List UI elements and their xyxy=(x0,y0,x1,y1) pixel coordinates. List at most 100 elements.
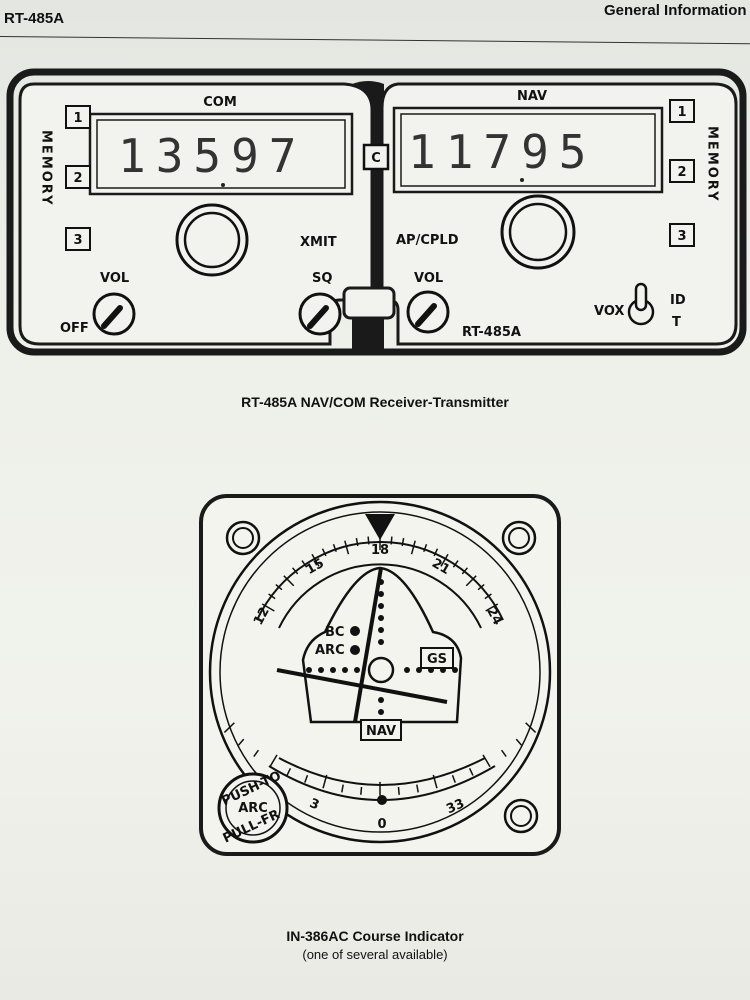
bottom-scale-tick xyxy=(482,754,491,768)
com-memory-button-3-label: 3 xyxy=(73,233,82,248)
id-label: ID xyxy=(670,293,686,308)
bottom-scale-ticks xyxy=(223,722,537,796)
center-slot xyxy=(342,286,396,320)
dial-inner-ring xyxy=(219,511,541,833)
indicator-subcaption: (one of several available) xyxy=(302,947,448,962)
nav-memory-button-2[interactable] xyxy=(669,159,695,183)
course-deviation-needle xyxy=(353,567,383,723)
mounting-screw-top-right xyxy=(501,520,537,556)
top-scale-tick xyxy=(292,567,299,575)
com-display-inner xyxy=(96,119,346,189)
top-scale-tick xyxy=(301,560,308,568)
bottom-scale-tick xyxy=(286,767,292,776)
top-scale-tick xyxy=(423,543,428,552)
top-scale-tick xyxy=(390,536,393,545)
bottom-scale-tick xyxy=(304,774,309,783)
com-title: COM xyxy=(203,95,237,110)
top-scale-tick xyxy=(332,543,337,552)
bottom-scale-tick xyxy=(223,722,235,733)
bottom-scale-tick xyxy=(525,722,537,733)
com-squelch-knob[interactable] xyxy=(298,292,342,336)
bottom-scale-tick xyxy=(341,784,344,793)
nav-com-radio-panel: COM 13597 MEMORY 1 2 3 XMIT VOL OFF SQ C… xyxy=(6,68,747,356)
top-scale-inner-arc xyxy=(278,563,482,629)
com-frequency: 13597 xyxy=(118,129,306,183)
bottom-scale-tick xyxy=(468,767,474,776)
gs-flag xyxy=(420,647,454,669)
bottom-scale-tick xyxy=(515,738,522,746)
com-tuning-knob[interactable] xyxy=(175,203,249,277)
bottom-scale-tick xyxy=(253,749,260,758)
nav-frequency: 11795 xyxy=(408,125,596,179)
nav-memory-button-3[interactable] xyxy=(669,223,695,247)
nav-vol-label: VOL xyxy=(414,271,443,286)
nav-tuning-knob[interactable] xyxy=(500,194,576,270)
top-scale-tick xyxy=(311,553,320,567)
com-memory-label: MEMORY xyxy=(39,130,54,207)
vox-label: VOX xyxy=(594,304,624,319)
center-reference-circle xyxy=(367,656,395,684)
com-memory-button-1-label: 1 xyxy=(73,111,82,126)
nav-memory-button-1[interactable] xyxy=(669,99,695,123)
glideslope-needle xyxy=(276,668,448,704)
indicator-caption: IN-386AC Course Indicator xyxy=(286,928,464,944)
center-c-button-label: C xyxy=(371,151,381,166)
mounting-screw-bottom-right xyxy=(503,798,539,834)
nav-memory-label: MEMORY xyxy=(705,126,720,203)
top-scale-tick xyxy=(321,548,327,557)
top-scale-tick xyxy=(461,567,468,575)
nav-display xyxy=(392,106,664,194)
bottom-scale-label-0: 0 xyxy=(377,817,386,832)
top-scale-tick xyxy=(355,537,359,547)
com-off-label: OFF xyxy=(60,321,89,336)
top-scale-tick xyxy=(268,593,276,600)
gs-flag-label: GS xyxy=(427,652,447,667)
bottom-scale-tick xyxy=(416,784,419,793)
com-sq-label: SQ xyxy=(312,271,332,286)
top-scale-tick xyxy=(283,575,295,587)
com-decimal-point xyxy=(221,183,225,187)
bottom-scale-tick xyxy=(397,786,400,795)
bottom-scale-tick xyxy=(269,754,278,768)
top-scale-tick xyxy=(440,553,449,567)
knob-middle-label: ARC xyxy=(238,801,268,816)
push-to-arc-knob[interactable] xyxy=(217,772,289,844)
nav-title: NAV xyxy=(517,89,547,104)
bottom-scale-tick xyxy=(432,774,438,789)
top-scale-ticks xyxy=(261,536,499,612)
top-scale-tick xyxy=(401,537,405,547)
top-scale-label-18: 18 xyxy=(371,543,389,558)
bottom-scale-label-33: 33 xyxy=(444,796,467,817)
vertical-dot-scale xyxy=(378,579,384,715)
bottom-scale-tick xyxy=(451,774,456,783)
com-memory-button-3[interactable] xyxy=(65,227,91,251)
center-c-button[interactable] xyxy=(362,143,390,171)
nav-volume-knob[interactable] xyxy=(406,290,450,334)
top-scale-tick xyxy=(344,540,350,555)
arc-indicator-dot xyxy=(350,645,360,655)
top-scale-tick xyxy=(261,603,275,612)
nav-memory-button-1-label: 1 xyxy=(677,105,686,120)
course-indicator: 12 15 18 21 24 BC ARC GS NAV 3 0 33 PUSH… xyxy=(199,494,561,856)
lubber-line-marker xyxy=(365,514,395,540)
top-scale-tick xyxy=(465,575,477,587)
header-section: General Information xyxy=(604,2,747,19)
top-scale-tick xyxy=(477,584,485,591)
com-memory-button-1[interactable] xyxy=(65,105,91,129)
radio-caption: RT-485A NAV/COM Receiver-Transmitter xyxy=(241,394,509,410)
vox-id-toggle-switch[interactable] xyxy=(627,282,655,326)
bottom-scale-tick xyxy=(500,749,507,758)
bottom-scale-tick xyxy=(322,774,328,789)
header-model: RT-485A xyxy=(4,10,65,27)
top-scale-tick xyxy=(484,593,492,600)
nav-ap-cpld-label: AP/CPLD xyxy=(396,233,459,248)
dial-outer-ring xyxy=(208,500,552,844)
com-volume-knob[interactable] xyxy=(92,292,136,336)
com-memory-button-2-label: 2 xyxy=(73,171,82,186)
t-label: T xyxy=(672,315,681,330)
nav-memory-button-3-label: 3 xyxy=(677,229,686,244)
nav-flag-label: NAV xyxy=(366,724,396,739)
com-memory-button-2[interactable] xyxy=(65,165,91,189)
com-display xyxy=(88,112,354,196)
header-rule xyxy=(0,36,750,45)
